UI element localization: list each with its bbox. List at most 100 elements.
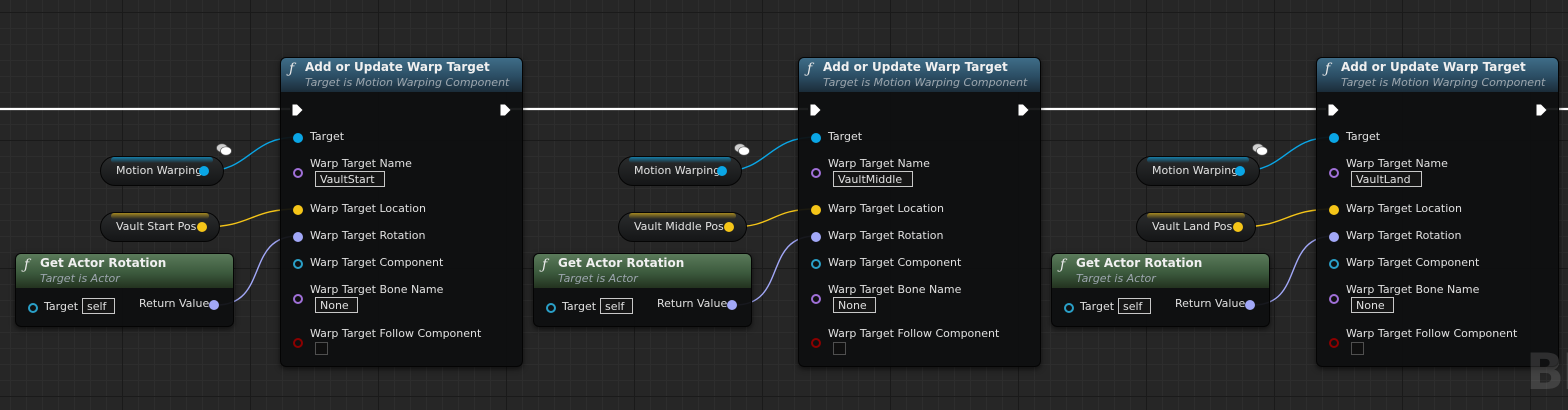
node-subtitle: Target is Actor — [1076, 272, 1156, 285]
warp-target-rotation-label: Warp Target Rotation — [1346, 229, 1462, 242]
warp-target-rotation-pin[interactable] — [811, 232, 821, 242]
variable-output-pin[interactable] — [717, 166, 727, 176]
get-actor-rotation-node[interactable]: ƒ Get Actor Rotation Target is Actor Tar… — [533, 253, 752, 327]
function-icon: ƒ — [289, 61, 295, 77]
warp-target-component-pin[interactable] — [811, 259, 821, 269]
warp-target-name-pin[interactable] — [1329, 168, 1339, 178]
node-title: Add or Update Warp Target — [823, 60, 1008, 74]
warp-target-rotation-pin[interactable] — [293, 232, 303, 242]
warp-target-follow-component-pin[interactable] — [293, 338, 303, 348]
warp-target-bone-name-field[interactable]: None — [833, 297, 876, 313]
warp-target-bone-name-label: Warp Target Bone Name — [1346, 283, 1480, 296]
variable-highlight — [1147, 157, 1249, 163]
blueprint-watermark: BI — [1526, 343, 1568, 401]
comment-bubble-icon[interactable] — [1252, 143, 1268, 156]
warp-target-name-field[interactable]: VaultStart — [315, 171, 385, 187]
warp-target-bone-name-field[interactable]: None — [1351, 297, 1394, 313]
node-header: ƒ Get Actor Rotation Target is Actor — [16, 254, 233, 288]
get-actor-rotation-node[interactable]: ƒ Get Actor Rotation Target is Actor Tar… — [15, 253, 234, 327]
warp-target-follow-component-checkbox[interactable] — [1351, 342, 1364, 355]
target-self-field[interactable]: self — [600, 298, 633, 314]
vault-land-pos-variable-node[interactable]: Vault Land Pos — [1136, 212, 1256, 242]
node-header: ƒ Get Actor Rotation Target is Actor — [1052, 254, 1269, 288]
variable-label: Vault Land Pos — [1152, 220, 1233, 233]
return-value-label: Return Value — [139, 297, 210, 310]
node-header: ƒ Get Actor Rotation Target is Actor — [534, 254, 751, 288]
warp-target-follow-component-pin[interactable] — [811, 338, 821, 348]
node-subtitle: Target is Actor — [558, 272, 638, 285]
warp-target-follow-component-checkbox[interactable] — [315, 342, 328, 355]
warp-target-component-label: Warp Target Component — [828, 256, 962, 269]
node-title: Add or Update Warp Target — [1341, 60, 1526, 74]
comment-bubble-icon[interactable] — [216, 143, 232, 156]
variable-output-pin[interactable] — [1235, 166, 1245, 176]
warp-target-bone-name-pin[interactable] — [293, 294, 303, 304]
exec-in-pin[interactable] — [292, 104, 303, 116]
target-pin[interactable] — [293, 133, 303, 143]
variable-output-pin[interactable] — [197, 222, 207, 232]
exec-out-pin[interactable] — [500, 104, 511, 116]
add-or-update-warp-target-node[interactable]: ƒ Add or Update Warp Target Target is Mo… — [280, 57, 523, 367]
target-self-field[interactable]: self — [82, 298, 115, 314]
warp-target-follow-component-pin[interactable] — [1329, 338, 1339, 348]
motion-warping-variable-node[interactable]: Motion Warping — [1136, 156, 1260, 186]
variable-label: Vault Middle Pos — [634, 220, 724, 233]
exec-in-pin[interactable] — [1328, 104, 1339, 116]
warp-target-name-label: Warp Target Name — [1346, 157, 1448, 170]
warp-target-name-label: Warp Target Name — [310, 157, 412, 170]
target-pin[interactable] — [1329, 133, 1339, 143]
warp-target-name-pin[interactable] — [811, 168, 821, 178]
variable-output-pin[interactable] — [199, 166, 209, 176]
variable-highlight — [629, 157, 731, 163]
variable-output-pin[interactable] — [724, 222, 734, 232]
exec-out-pin[interactable] — [1018, 104, 1029, 116]
warp-target-follow-component-checkbox[interactable] — [833, 342, 846, 355]
variable-output-pin[interactable] — [1233, 222, 1243, 232]
exec-out-pin[interactable] — [1536, 104, 1547, 116]
warp-target-location-pin[interactable] — [1329, 205, 1339, 215]
node-header: ƒ Add or Update Warp Target Target is Mo… — [281, 58, 522, 92]
node-title: Add or Update Warp Target — [305, 60, 490, 74]
warp-target-component-pin[interactable] — [1329, 259, 1339, 269]
comment-bubble-icon[interactable] — [734, 143, 750, 156]
node-subtitle: Target is Actor — [40, 272, 120, 285]
target-self-field[interactable]: self — [1118, 298, 1151, 314]
node-subtitle: Target is Motion Warping Component — [1341, 76, 1546, 89]
target-label: Target — [828, 130, 863, 143]
get-actor-rotation-node[interactable]: ƒ Get Actor Rotation Target is Actor Tar… — [1051, 253, 1270, 327]
motion-warping-variable-node[interactable]: Motion Warping — [618, 156, 742, 186]
warp-target-rotation-pin[interactable] — [1329, 232, 1339, 242]
add-or-update-warp-target-node[interactable]: ƒ Add or Update Warp Target Target is Mo… — [798, 57, 1041, 367]
target-pin[interactable] — [28, 303, 38, 313]
add-or-update-warp-target-node[interactable]: ƒ Add or Update Warp Target Target is Mo… — [1316, 57, 1559, 367]
motion-warping-variable-node[interactable]: Motion Warping — [100, 156, 224, 186]
warp-target-bone-name-pin[interactable] — [1329, 294, 1339, 304]
warp-target-rotation-label: Warp Target Rotation — [310, 229, 426, 242]
function-icon: ƒ — [1325, 61, 1331, 77]
warp-target-follow-component-label: Warp Target Follow Component — [310, 327, 482, 340]
warp-target-location-pin[interactable] — [811, 205, 821, 215]
warp-target-bone-name-field[interactable]: None — [315, 297, 358, 313]
exec-in-pin[interactable] — [810, 104, 821, 116]
warp-target-location-pin[interactable] — [293, 205, 303, 215]
function-icon: ƒ — [542, 257, 548, 273]
warp-target-bone-name-pin[interactable] — [811, 294, 821, 304]
return-value-pin[interactable] — [209, 300, 219, 310]
warp-target-name-pin[interactable] — [293, 168, 303, 178]
warp-target-name-field[interactable]: VaultMiddle — [833, 171, 913, 187]
warp-target-name-field[interactable]: VaultLand — [1351, 171, 1422, 187]
warp-target-component-pin[interactable] — [293, 259, 303, 269]
warp-target-bone-name-label: Warp Target Bone Name — [310, 283, 444, 296]
node-subtitle: Target is Motion Warping Component — [823, 76, 1028, 89]
vault-start-pos-variable-node[interactable]: Vault Start Pos — [100, 212, 220, 242]
target-pin[interactable] — [811, 133, 821, 143]
return-value-pin[interactable] — [727, 300, 737, 310]
target-label: Target — [310, 130, 345, 143]
return-value-pin[interactable] — [1245, 300, 1255, 310]
target-pin[interactable] — [1064, 303, 1074, 313]
return-value-label: Return Value — [657, 297, 728, 310]
warp-target-component-label: Warp Target Component — [1346, 256, 1480, 269]
vault-middle-pos-variable-node[interactable]: Vault Middle Pos — [618, 212, 747, 242]
target-pin[interactable] — [546, 303, 556, 313]
target-label: Target — [1346, 130, 1381, 143]
